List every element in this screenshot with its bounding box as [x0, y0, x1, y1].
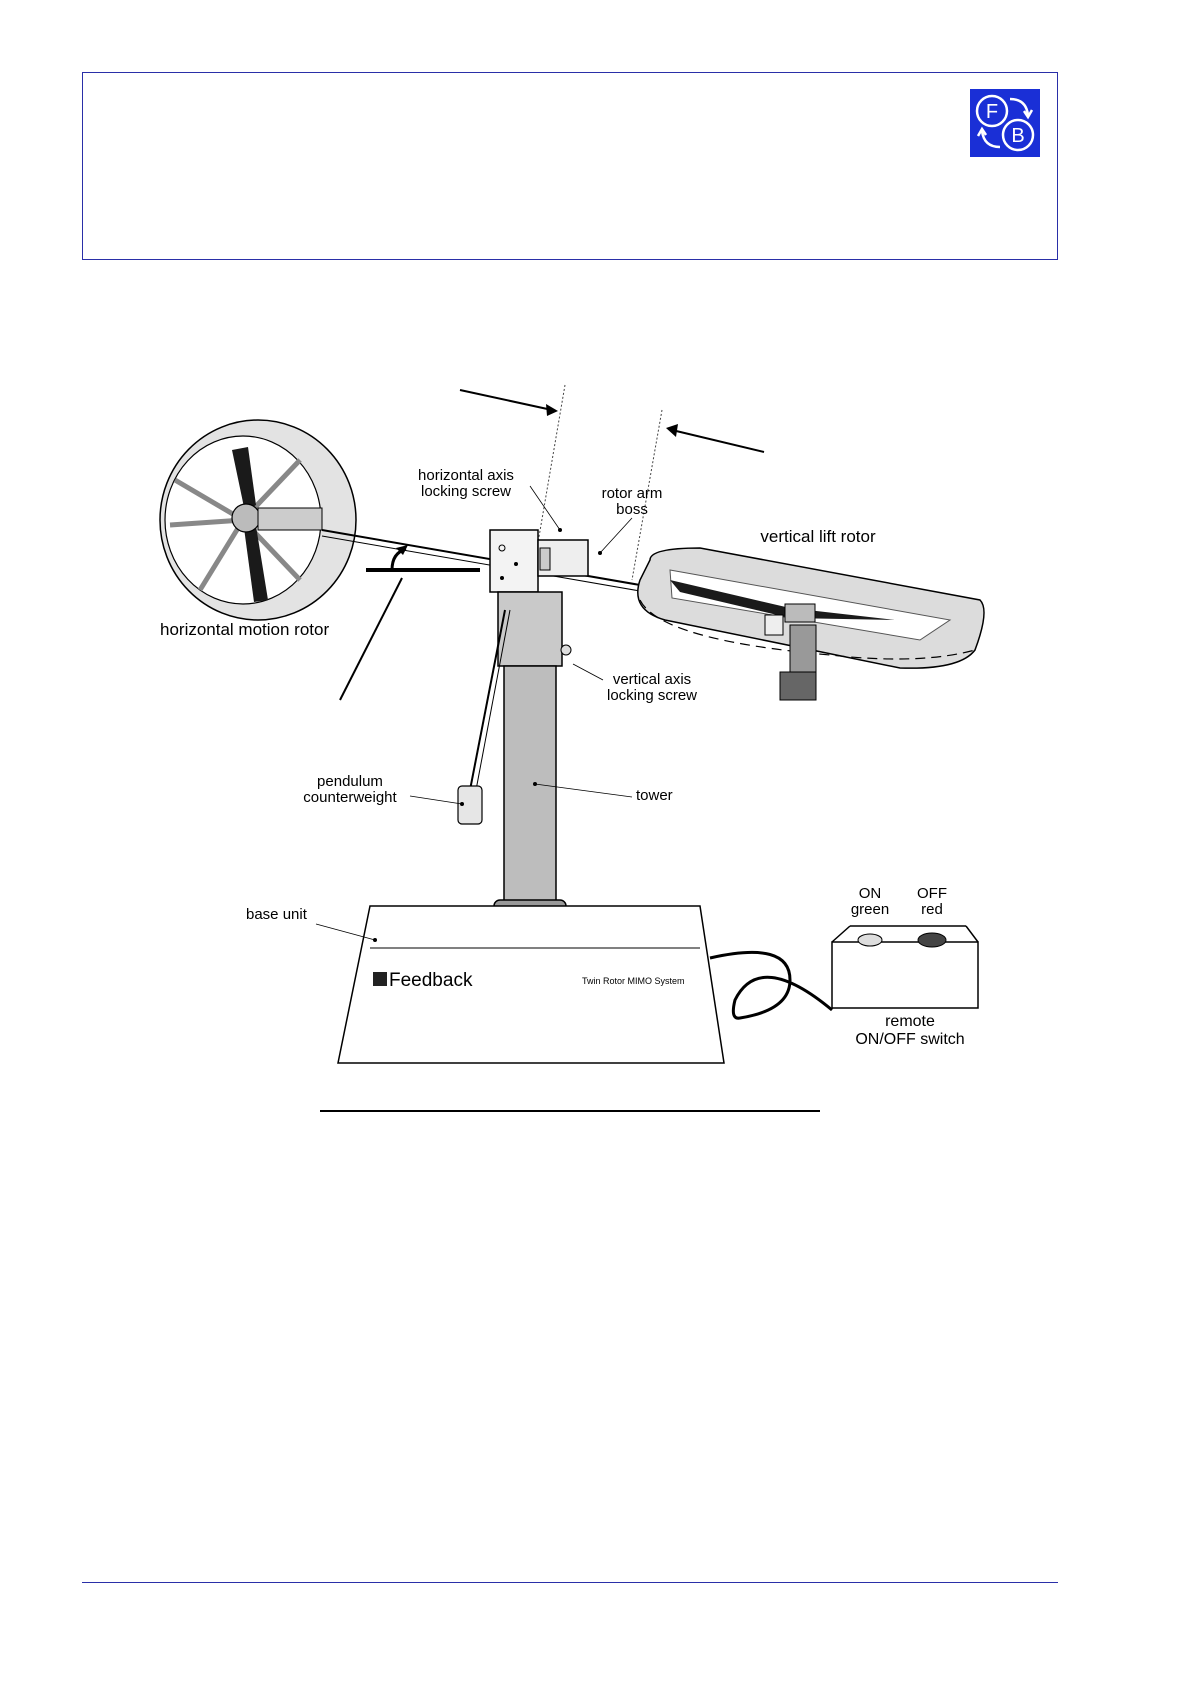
arrow-angle-pointer [340, 578, 402, 700]
footer-rule [82, 1582, 1058, 1583]
label-vertical-lift-rotor: vertical lift rotor [760, 527, 876, 546]
arrow-top-left [460, 390, 552, 410]
on-button [858, 934, 882, 946]
label-vertical-axis-1: vertical axis [613, 671, 691, 688]
horizontal-motion-rotor [160, 420, 356, 620]
remote-switch-box [832, 926, 978, 1008]
feedback-logo: F B [970, 89, 1040, 157]
twin-rotor-figure: horizontal axis locking screw rotor arm … [0, 360, 1190, 1080]
label-tower: tower [636, 787, 673, 804]
label-remote-switch: ON/OFF switch [855, 1031, 964, 1048]
product-name: Twin Rotor MIMO System [582, 976, 685, 986]
figure-caption-rule [320, 1110, 820, 1112]
off-button [918, 933, 946, 947]
logo-letter-b: B [1011, 125, 1024, 147]
pivot-block [490, 530, 588, 592]
label-rotor-arm-2: boss [616, 501, 648, 518]
label-red: red [921, 901, 943, 918]
label-green: green [851, 901, 889, 918]
label-vertical-axis-2: locking screw [607, 687, 697, 704]
tower [494, 592, 571, 930]
label-off: OFF [917, 885, 947, 902]
label-pendulum-1: pendulum [317, 773, 383, 790]
label-pendulum-2: counterweight [303, 789, 397, 806]
logo-letter-f: F [986, 101, 998, 123]
label-horizontal-axis-1: horizontal axis [418, 467, 514, 484]
label-remote: remote [885, 1013, 935, 1030]
header-box [82, 72, 1058, 260]
label-horizontal-motion-rotor: horizontal motion rotor [160, 620, 329, 639]
label-rotor-arm-1: rotor arm [602, 485, 663, 502]
label-on: ON [859, 885, 882, 902]
label-horizontal-axis-2: locking screw [421, 483, 511, 500]
arrow-top-right [672, 430, 764, 452]
label-base-unit: base unit [246, 906, 308, 923]
brand-feedback: Feedback [389, 970, 473, 991]
